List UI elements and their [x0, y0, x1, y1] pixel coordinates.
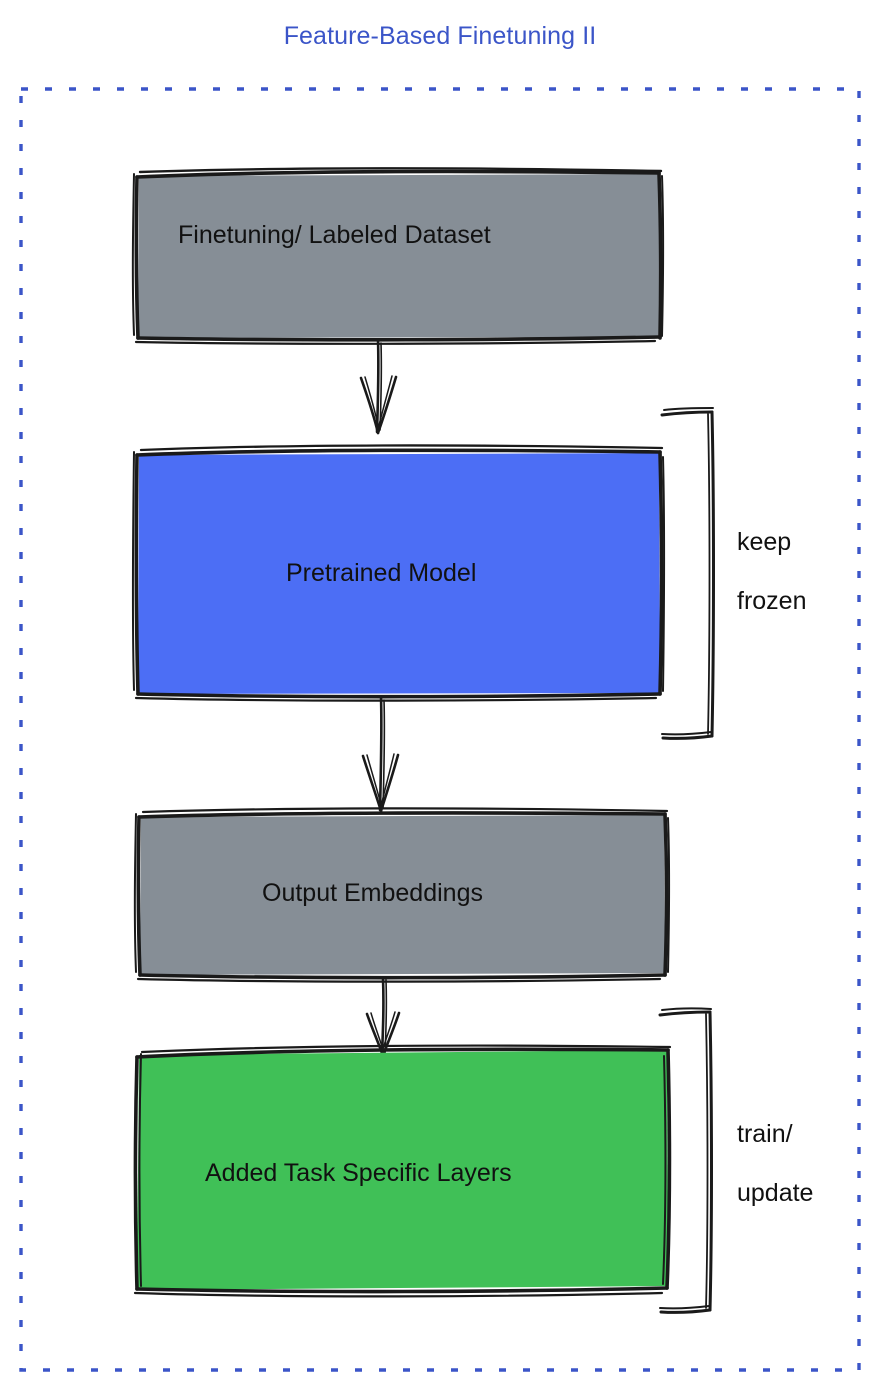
node-finetuning-dataset[interactable]: [131, 167, 665, 345]
node-output-embeddings[interactable]: [133, 807, 671, 983]
bracket-label-keep-frozen-line1: keep: [737, 527, 792, 556]
node-label-pretrained-model: Pretrained Model: [286, 559, 477, 587]
arrow-model-to-embeddings: [361, 695, 400, 813]
bracket-label-train-update-line2: update: [737, 1178, 814, 1207]
bracket-label-keep-frozen-line2: frozen: [737, 586, 807, 615]
node-label-task-specific-layers: Added Task Specific Layers: [205, 1159, 512, 1187]
page-title: Feature-Based Finetuning II: [283, 22, 597, 50]
arrow-dataset-to-model: [359, 338, 398, 435]
bracket-keep-frozen: [660, 407, 715, 740]
bracket-train-update: [658, 1007, 713, 1314]
node-task-specific-layers[interactable]: [133, 1044, 672, 1298]
node-pretrained-model[interactable]: [131, 444, 666, 702]
node-label-finetuning-dataset: Finetuning/ Labeled Dataset: [178, 221, 491, 249]
node-label-output-embeddings: Output Embeddings: [262, 879, 483, 907]
bracket-label-train-update: train/ update: [737, 1090, 813, 1238]
bracket-label-train-update-line1: train/: [737, 1119, 793, 1148]
arrow-embeddings-to-layers: [365, 976, 401, 1058]
bracket-label-keep-frozen: keep frozen: [737, 498, 806, 646]
